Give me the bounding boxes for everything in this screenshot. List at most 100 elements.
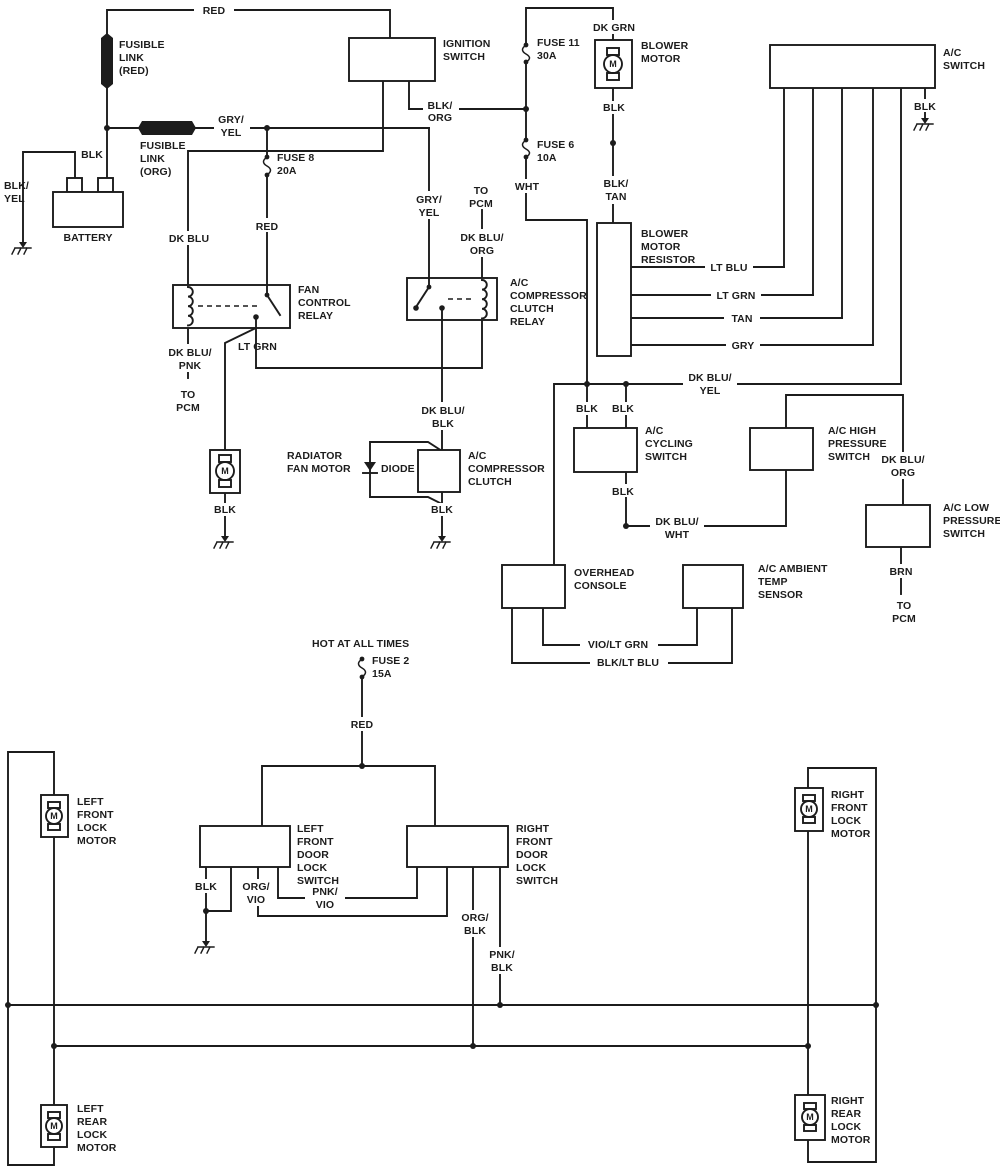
wire-label-blk: BLK — [431, 504, 453, 516]
label-left-front-door-lock-switch: SWITCH — [297, 875, 339, 887]
junction-dot — [359, 763, 365, 769]
label-diode: DIODE — [381, 463, 415, 475]
wire-segment — [205, 866, 232, 912]
label-ac-compressor-clutch-relay: COMPRESSOR — [510, 290, 587, 302]
wire-segment — [22, 151, 76, 245]
label-ignition-switch: SWITCH — [443, 51, 485, 63]
wire-label-dk-blu-org: DK BLU/ — [460, 232, 503, 244]
label-ac-low-pressure-switch: A/C LOW — [943, 502, 989, 514]
wire-label-dk-blu-pnk: PNK — [179, 360, 202, 372]
wire-label-blk: BLK — [914, 101, 936, 113]
wire-segment — [521, 138, 531, 159]
ac-ambient-temp-sensor-box — [682, 564, 744, 609]
blower-motor-icon: M — [603, 47, 623, 81]
junction-dot — [873, 1002, 879, 1008]
label-blower-motor-resistor: RESISTOR — [641, 254, 696, 266]
mask-rect — [210, 503, 240, 516]
label-left-front-door-lock-switch: LEFT — [297, 823, 324, 835]
ground-icon — [213, 536, 234, 549]
wire-segment — [262, 155, 272, 177]
wire-label-blk-org: BLK/ — [428, 100, 453, 112]
junction-dot — [610, 140, 616, 146]
mask-rect — [599, 101, 629, 114]
wire-segment — [187, 80, 384, 286]
junction-dot — [426, 284, 432, 290]
ground-icon — [194, 941, 215, 954]
junction-dot — [805, 1043, 811, 1049]
junction-dot — [623, 381, 629, 387]
motor-letter: M — [50, 811, 58, 821]
wire-label-dk-blu-blk: BLK — [432, 418, 454, 430]
right-front-door-lock-switch-box — [406, 825, 509, 868]
wire-segment — [511, 607, 733, 664]
wire-segment — [257, 866, 448, 917]
wire-label-blk: BLK — [603, 102, 625, 114]
label-left-rear-lock-motor: MOTOR — [77, 1142, 117, 1154]
label-ac-switch: SWITCH — [943, 60, 985, 72]
shape — [221, 536, 229, 542]
label-ac-ambient-temp-sensor: SENSOR — [758, 589, 803, 601]
label-ac-cycling-switch: A/C — [645, 425, 664, 437]
junction-dot — [603, 54, 623, 74]
label-left-rear-lock-motor: REAR — [77, 1116, 107, 1128]
mask-rect — [191, 879, 221, 893]
label-right-front-lock-motor: FRONT — [831, 802, 868, 814]
label-fusible-link-org: (ORG) — [140, 166, 171, 178]
mask-rect — [910, 99, 940, 112]
wire-label-org-vio: VIO — [247, 894, 265, 906]
mask-rect — [592, 20, 636, 34]
mask-rect — [482, 947, 522, 974]
motor-letter: M — [221, 466, 229, 476]
wire-label-gry-yel: GRY/ — [416, 194, 442, 206]
label-right-rear-lock-motor: RIGHT — [831, 1095, 865, 1107]
wire-segment — [224, 326, 258, 451]
mask-rect — [608, 484, 638, 497]
wire-label-blk-yel: BLK/ — [4, 180, 29, 192]
label-to-pcm: PCM — [469, 198, 493, 210]
junction-dot — [523, 106, 529, 112]
wire-segment — [277, 866, 418, 899]
label-right-rear-lock-motor: MOTOR — [831, 1134, 871, 1146]
wire-label-lt-blu: LT BLU — [710, 262, 747, 274]
wire-label-blk: BLK — [195, 881, 217, 893]
junction-dot — [104, 125, 110, 131]
label-right-front-door-lock-switch: SWITCH — [516, 875, 558, 887]
mask-rect — [724, 310, 760, 325]
label-ac-compressor-clutch-relay: A/C — [510, 277, 529, 289]
fuse-11-icon — [521, 42, 531, 65]
overhead-console-box — [501, 564, 566, 609]
wire-segment — [430, 541, 451, 549]
label-right-front-lock-motor: RIGHT — [831, 789, 865, 801]
fusible-link-red-icon — [101, 33, 113, 89]
label-right-rear-lock-motor: REAR — [831, 1108, 861, 1120]
label-to-pcm: TO — [474, 185, 489, 197]
wire-label-blk: BLK — [214, 504, 236, 516]
label-fuse-6: FUSE 6 — [537, 139, 574, 151]
junction-dot — [264, 125, 270, 131]
label-right-front-lock-motor: MOTOR — [831, 828, 871, 840]
ac-clutch-relay-internals — [413, 277, 488, 321]
battery-box — [52, 191, 124, 228]
label-ac-compressor-clutch: COMPRESSOR — [468, 463, 545, 475]
mask-rect — [346, 717, 378, 731]
wire-label-dk-blu-wht: DK BLU/ — [655, 516, 698, 528]
mask-rect — [237, 879, 275, 906]
wire-label-pnk-vio: PNK/ — [312, 886, 338, 898]
label-fusible-link-org: LINK — [140, 153, 165, 165]
wire-segment — [553, 383, 902, 566]
label-fan-control-relay: CONTROL — [298, 297, 351, 309]
right-rear-lock-motor-icon: M — [801, 1102, 819, 1132]
wire-label-dk-blu: DK BLU — [169, 233, 209, 245]
label-blower-motor: MOTOR — [641, 53, 681, 65]
wire-label-blk-battery: BLK — [81, 149, 103, 161]
junction-dot — [497, 1002, 503, 1008]
wire-label-tan: TAN — [731, 313, 752, 325]
label-ac-switch: A/C — [943, 47, 962, 59]
label-overhead-console: CONSOLE — [574, 580, 627, 592]
relay-switch-arm-icon — [265, 293, 282, 317]
wire-label-blk-lt-blu: BLK/LT BLU — [597, 657, 659, 669]
wire-label-dk-grn: DK GRN — [593, 22, 635, 34]
label-ignition-switch: IGNITION — [443, 38, 490, 50]
mask-rect — [705, 259, 753, 274]
mask-rect — [726, 337, 760, 352]
